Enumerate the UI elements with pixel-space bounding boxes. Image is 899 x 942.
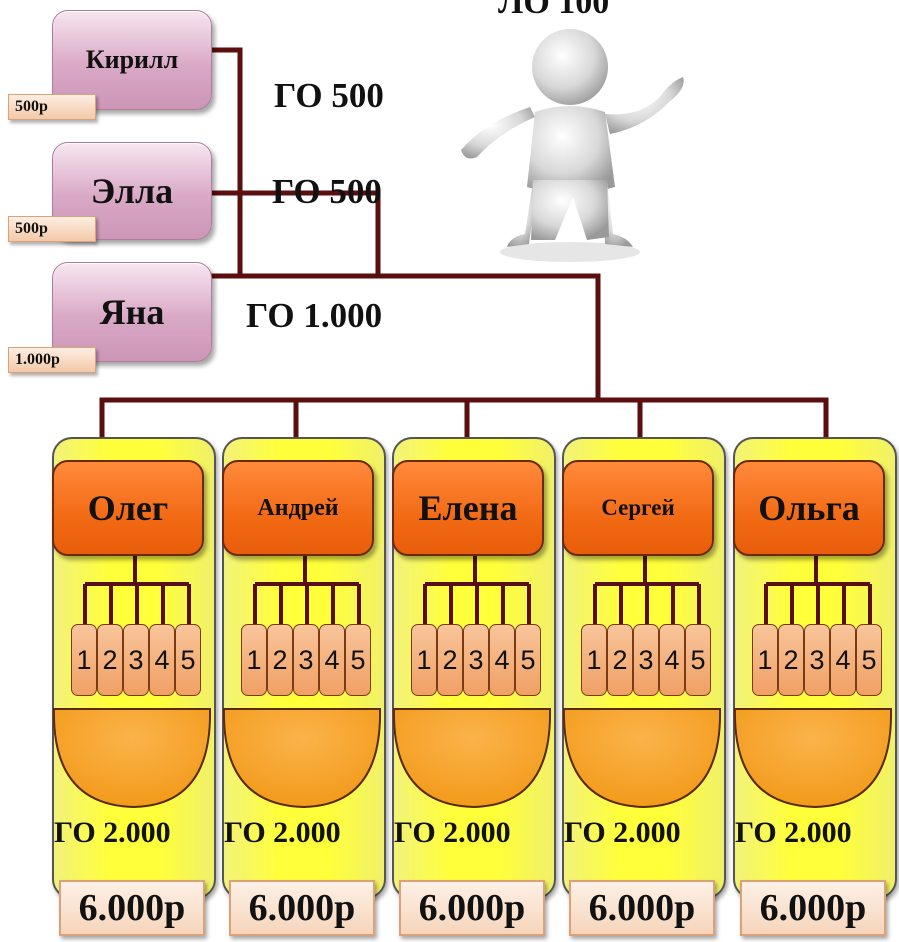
- column-head: Сергей: [562, 460, 714, 556]
- sub-member-box: 2: [267, 624, 293, 696]
- column-branch-lines: [733, 554, 893, 809]
- column-go-label: ГО 2.000: [735, 816, 852, 849]
- sub-member-box: 1: [581, 624, 607, 696]
- connector-kirill-yana: [207, 47, 243, 279]
- column-go-label: ГО 2.000: [224, 816, 341, 849]
- sub-member-box: 4: [149, 624, 175, 696]
- column-total: 6.000р: [569, 880, 715, 936]
- leader-price-tag: 1.000р: [8, 347, 96, 373]
- person-figure-icon: [461, 29, 684, 262]
- sub-member-box: 2: [778, 624, 804, 696]
- sub-member-box: 1: [71, 624, 97, 696]
- leader-box-kirill: Кирилл: [52, 10, 212, 110]
- column-branch-lines: [222, 554, 382, 809]
- leader-name: Элла: [90, 171, 174, 211]
- column-total: 6.000р: [399, 880, 545, 936]
- column-branch-lines: [392, 554, 552, 809]
- sub-member-box: 1: [411, 624, 437, 696]
- column-head: Андрей: [222, 460, 374, 556]
- sub-member-box: 5: [856, 624, 882, 696]
- column-bowl: [562, 708, 722, 809]
- leader-go-label: ГО 1.000: [246, 296, 383, 335]
- sub-member-box: 4: [659, 624, 685, 696]
- leader-go-label: ГО 500: [272, 172, 382, 211]
- sub-member-box: 5: [515, 624, 541, 696]
- leader-name: Кирилл: [85, 45, 179, 74]
- column-bowl: [52, 708, 212, 809]
- leader-price-tag: 500р: [8, 94, 96, 120]
- sub-member-box: 2: [607, 624, 633, 696]
- column-total: 6.000р: [229, 880, 375, 936]
- connector-ella: [207, 190, 381, 279]
- leader-box-yana: Яна: [52, 262, 212, 362]
- column-go-label: ГО 2.000: [394, 816, 511, 849]
- sub-member-box: 5: [345, 624, 371, 696]
- column-head: Олег: [52, 460, 204, 556]
- column-bowl: [222, 708, 382, 809]
- connector-yana-main: [207, 273, 601, 403]
- column-head: Елена: [392, 460, 544, 556]
- leader-go-label: ГО 500: [274, 76, 384, 115]
- sub-member-box: 3: [293, 624, 319, 696]
- column-bowl: [392, 708, 552, 809]
- page-title: ЛО 100: [498, 0, 610, 21]
- column-total: 6.000р: [740, 880, 886, 936]
- sub-member-box: 2: [97, 624, 123, 696]
- leader-name: Яна: [99, 292, 165, 332]
- sub-member-box: 3: [633, 624, 659, 696]
- sub-member-box: 1: [241, 624, 267, 696]
- sub-member-box: 5: [685, 624, 711, 696]
- sub-member-box: 3: [463, 624, 489, 696]
- column-go-label: ГО 2.000: [54, 816, 171, 849]
- column-go-label: ГО 2.000: [564, 816, 681, 849]
- sub-member-box: 5: [175, 624, 201, 696]
- column-head: Ольга: [733, 460, 885, 556]
- sub-member-box: 2: [437, 624, 463, 696]
- sub-member-box: 3: [804, 624, 830, 696]
- sub-member-box: 1: [752, 624, 778, 696]
- column-total: 6.000р: [59, 880, 205, 936]
- column-bowl: [733, 708, 893, 809]
- sub-member-box: 3: [123, 624, 149, 696]
- sub-member-box: 4: [489, 624, 515, 696]
- sub-member-box: 4: [319, 624, 345, 696]
- leader-price-tag: 500р: [8, 216, 96, 242]
- column-branch-lines: [52, 554, 212, 809]
- sub-member-box: 4: [830, 624, 856, 696]
- column-branch-lines: [562, 554, 722, 809]
